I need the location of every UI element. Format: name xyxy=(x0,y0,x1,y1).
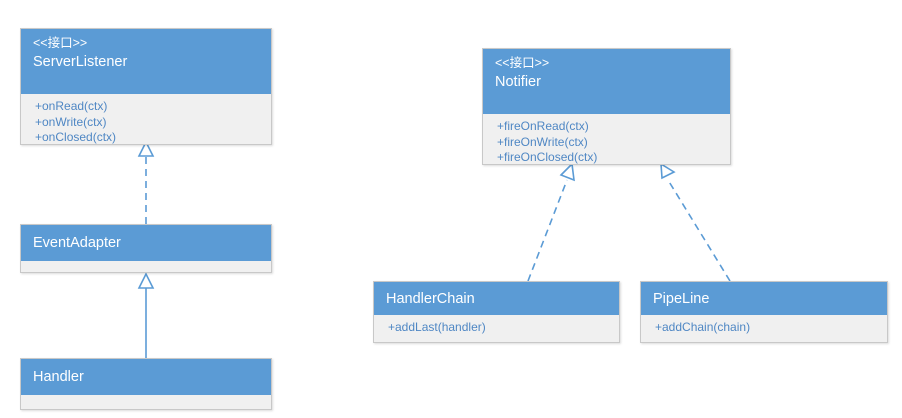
class-box-event-adapter[interactable]: EventAdapter xyxy=(20,224,272,273)
class-member: +onRead(ctx) xyxy=(35,99,108,113)
class-stereotype: <<接口>> xyxy=(33,36,88,50)
relation-handler-extends-eventadapter xyxy=(137,272,155,358)
class-members-notifier: +fireOnRead(ctx) +fireOnWrite(ctx) +fire… xyxy=(483,114,730,164)
class-name: EventAdapter xyxy=(33,235,121,251)
class-members-event-adapter xyxy=(21,261,271,272)
class-member: +addChain(chain) xyxy=(655,320,751,334)
class-header-handler-chain: HandlerChain xyxy=(374,282,619,315)
class-member: +addLast(handler) xyxy=(388,320,486,334)
class-name: Handler xyxy=(33,369,84,385)
class-stereotype: <<接口>> xyxy=(495,56,550,70)
class-members-handler xyxy=(21,395,271,409)
class-box-pipeline[interactable]: PipeLine +addChain(chain) xyxy=(640,281,888,343)
class-box-notifier[interactable]: <<接口>> Notifier +fireOnRead(ctx) +fireOn… xyxy=(482,48,731,165)
class-members-pipeline: +addChain(chain) xyxy=(641,315,887,342)
class-member: +fireOnClosed(ctx) xyxy=(497,150,598,164)
class-member: +fireOnRead(ctx) xyxy=(497,119,589,133)
class-name: PipeLine xyxy=(653,291,710,307)
class-box-handler-chain[interactable]: HandlerChain +addLast(handler) xyxy=(373,281,620,343)
class-header-notifier: <<接口>> Notifier xyxy=(483,49,730,114)
class-header-pipeline: PipeLine xyxy=(641,282,887,315)
class-header-handler: Handler xyxy=(21,359,271,395)
class-header-event-adapter: EventAdapter xyxy=(21,225,271,261)
relation-handlerchain-realizes-notifier xyxy=(527,162,575,282)
class-members-handler-chain: +addLast(handler) xyxy=(374,315,619,342)
class-member: +onClosed(ctx) xyxy=(35,130,117,144)
class-member: +onWrite(ctx) xyxy=(35,114,107,129)
class-member: +fireOnWrite(ctx) xyxy=(497,134,588,149)
class-name: HandlerChain xyxy=(386,291,475,307)
class-box-handler[interactable]: Handler xyxy=(20,358,272,410)
class-box-server-listener[interactable]: <<接口>> ServerListener +onRead(ctx) +onWr… xyxy=(20,28,272,145)
relation-pipeline-realizes-notifier xyxy=(660,162,731,282)
relation-eventadapter-realizes-serverlistener xyxy=(137,140,155,224)
class-name: ServerListener xyxy=(33,54,128,70)
class-members-server-listener: +onRead(ctx) +onWrite(ctx) +onClosed(ctx… xyxy=(21,94,271,144)
class-name: Notifier xyxy=(495,74,541,90)
class-header-server-listener: <<接口>> ServerListener xyxy=(21,29,271,94)
